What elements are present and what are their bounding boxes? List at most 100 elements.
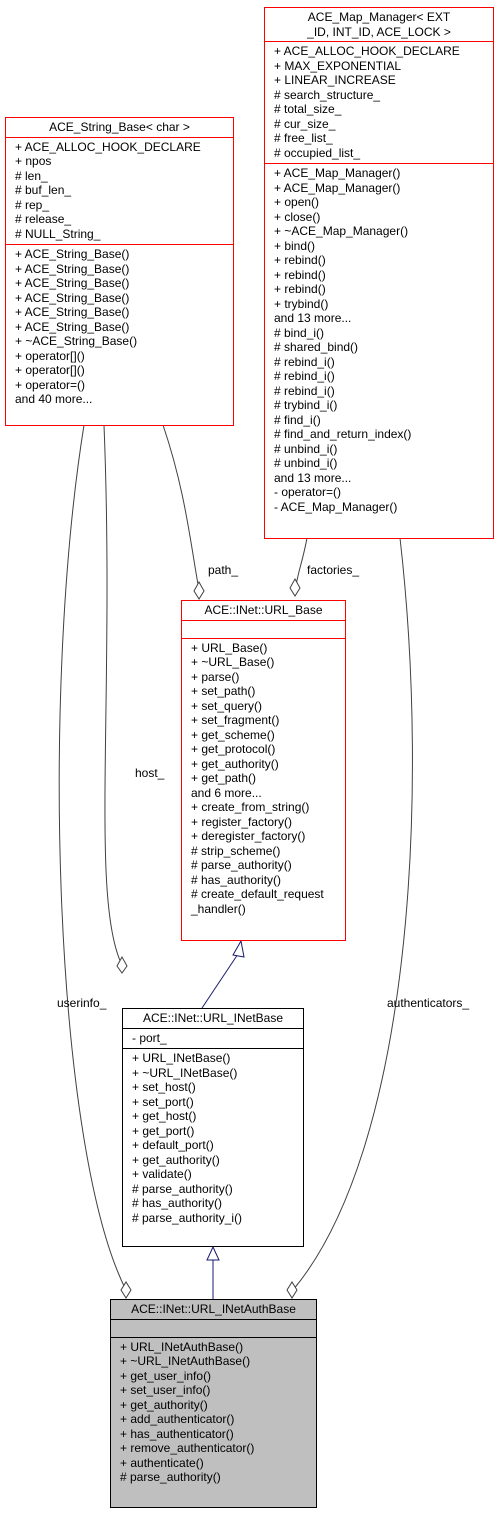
method-line: and 13 more... (274, 311, 352, 325)
method-line: # find_i() (274, 412, 321, 427)
attribute-line: # total_size_ (274, 102, 342, 116)
method-line: + close() (274, 209, 321, 224)
method-line: + ACE_String_Base() (15, 305, 130, 319)
attribute-line: # buf_len_ (15, 183, 72, 197)
methods-section: + ACE_String_Base()+ ACE_String_Base()+ … (6, 244, 233, 410)
method-line: # rebind_i() (274, 369, 335, 383)
method-line: + URL_Base() (191, 640, 268, 655)
label-host: host_ (135, 766, 165, 780)
class-url-inetbase[interactable]: ACE::INet::URL_INetBase - port_ + URL_IN… (122, 1008, 304, 1247)
method-line: + default_port() (132, 1138, 214, 1152)
method-line: + ~URL_Base() (191, 655, 275, 669)
attribute-line: # len_ (15, 168, 48, 183)
method-line: + operator[]() (15, 363, 85, 377)
method-line: + ACE_Map_Manager() (274, 166, 401, 180)
class-url-inetauthbase[interactable]: ACE::INet::URL_INetAuthBase + URL_INetAu… (110, 1299, 317, 1508)
method-line: - operator=() (274, 485, 342, 499)
inherit-inetbase-arrow (206, 1245, 220, 1261)
attribute-line: + ACE_ALLOC_HOOK_DECLARE (274, 44, 460, 58)
edge-authenticators (292, 537, 413, 1291)
attributes-section: + ACE_ALLOC_HOOK_DECLARE+ MAX_EXPONENTIA… (265, 41, 493, 163)
inherit-inetbase-urlbase (201, 953, 239, 1009)
method-line: + parse() (191, 669, 240, 684)
method-line: + get_host() (132, 1109, 197, 1123)
methods-section: + ACE_Map_Manager()+ ACE_Map_Manager() + … (265, 163, 493, 517)
method-line: # has_authority() (132, 1196, 223, 1210)
method-line: + validate() (132, 1167, 192, 1181)
attribute-line: # NULL_String_ (15, 226, 101, 241)
methods-section: + URL_INetBase()+ ~URL_INetBase()+ set_h… (123, 1048, 303, 1228)
method-line: + ~ACE_Map_Manager() (274, 224, 409, 238)
edge-path-diamond (193, 580, 205, 600)
method-line: + ~URL_INetAuthBase() (120, 1354, 251, 1368)
method-line: + set_host() (132, 1080, 196, 1094)
method-line: # parse_authority() (132, 1181, 233, 1196)
method-line: + has_authenticator() (120, 1426, 234, 1441)
class-url-base[interactable]: ACE::INet::URL_Base + URL_Base()+ ~URL_B… (181, 600, 346, 941)
method-line: + get_authority() (120, 1397, 208, 1412)
method-line: + URL_INetAuthBase() (120, 1339, 244, 1354)
attributes-section: - port_ (123, 1027, 303, 1049)
label-factories: factories_ (307, 563, 360, 577)
method-line: + trybind() (274, 296, 329, 311)
edge-userinfo (58, 424, 127, 1291)
method-line: + ACE_String_Base() (15, 276, 130, 290)
class-ace-string-base[interactable]: ACE_String_Base< char > + ACE_ALLOC_HOOK… (5, 117, 234, 426)
attributes-section: + ACE_ALLOC_HOOK_DECLARE+ npos# len_# bu… (6, 136, 233, 245)
method-line: + URL_INetBase() (132, 1051, 231, 1065)
class-title: ACE::INet::URL_INetAuthBase (131, 1302, 296, 1316)
attribute-line: # release_ (15, 212, 72, 226)
attribute-line: + MAX_EXPONENTIAL (274, 58, 402, 73)
method-line: + get_protocol() (191, 742, 276, 756)
method-line: # rebind_i() (274, 383, 335, 398)
method-line: + authenticate() (120, 1455, 204, 1470)
attribute-line: # free_list_ (274, 131, 333, 145)
method-line: + ACE_String_Base() (15, 261, 130, 276)
attribute-line: + LINEAR_INCREASE (274, 73, 396, 87)
label-authenticators: authenticators_ (387, 996, 470, 1010)
edge-factories-diamond (289, 577, 301, 597)
method-line: + add_authenticator() (120, 1412, 235, 1426)
method-line: + get_authority() (132, 1152, 220, 1167)
attribute-line: + ACE_ALLOC_HOOK_DECLARE (15, 139, 201, 154)
method-line: + bind() (274, 238, 316, 253)
attributes-section (111, 1318, 316, 1337)
method-line: + ~ACE_String_Base() (15, 334, 138, 348)
method-line: # rebind_i() (274, 354, 335, 369)
method-line: and 6 more... (191, 785, 262, 800)
method-line: + set_user_info() (120, 1383, 211, 1397)
methods-section: + URL_Base()+ ~URL_Base()+ parse() + set_… (182, 637, 345, 920)
method-line: _handler() (191, 901, 246, 916)
class-title: ACE::INet::URL_INetBase (142, 1011, 284, 1025)
edge-host-diamond (116, 955, 128, 974)
method-line: + ~URL_INetBase() (132, 1065, 238, 1080)
method-line: + rebind() (274, 267, 326, 282)
method-line: # strip_scheme() (191, 843, 281, 858)
method-line: # bind_i() (274, 325, 325, 340)
method-line: + get_port() (132, 1123, 195, 1138)
method-line: # unbind_i() (274, 441, 338, 456)
class-ace-map-manager[interactable]: ACE_Map_Manager< EXT _ID, INT_ID, ACE_LO… (264, 7, 494, 539)
method-line: + ACE_String_Base() (15, 290, 130, 305)
class-title: ACE_Map_Manager< EXT _ID, INT_ID, ACE_LO… (307, 10, 451, 39)
method-line: + get_path() (191, 771, 257, 785)
method-line: + operator[]() (15, 348, 85, 363)
attributes-section (182, 619, 345, 638)
attribute-line: # cur_size_ (274, 116, 336, 131)
label-path: path_ (208, 563, 239, 577)
method-line: # find_and_return_index() (274, 427, 412, 441)
inherit-urlbase-arrow (232, 939, 245, 958)
method-line: + operator=() (15, 377, 86, 392)
edge-host (103, 424, 123, 966)
method-line: + ACE_Map_Manager() (274, 180, 401, 195)
method-line: # shared_bind() (274, 340, 359, 354)
method-line: # has_authority() (191, 872, 282, 887)
attribute-line: # rep_ (15, 197, 50, 212)
methods-section: + URL_INetAuthBase()+ ~URL_INetAuthBase(… (111, 1336, 316, 1488)
method-line: and 13 more... (274, 470, 352, 485)
method-line: + set_port() (132, 1094, 194, 1109)
method-line: + set_query() (191, 698, 263, 713)
attribute-line: # occupied_list_ (274, 145, 361, 160)
method-line: + deregister_factory() (191, 829, 306, 843)
